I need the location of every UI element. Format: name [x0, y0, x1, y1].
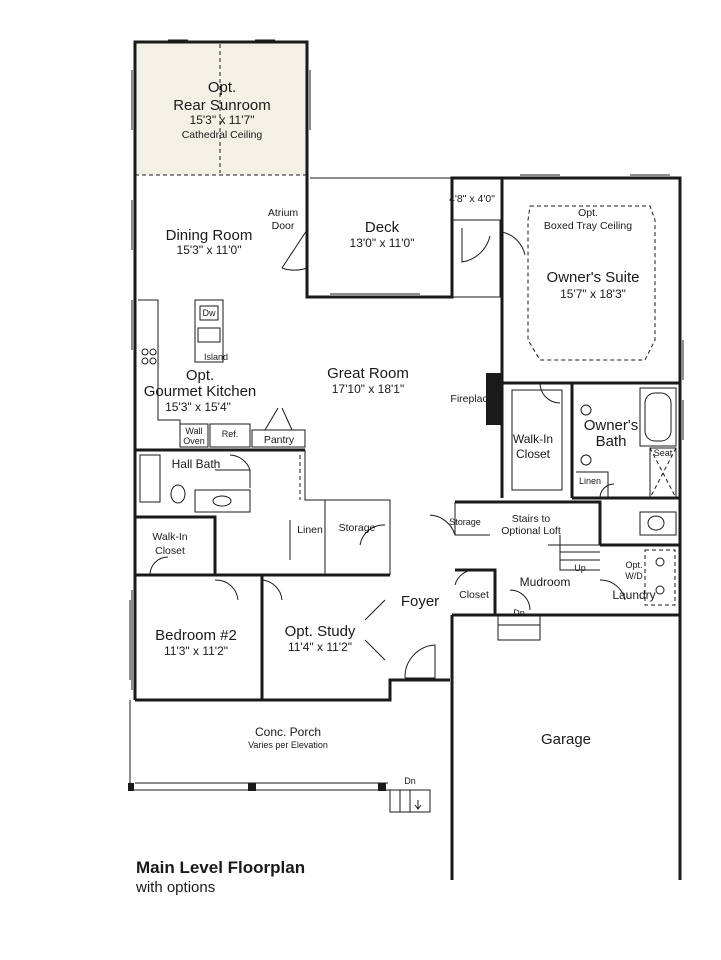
- bedroom2-dim: 11'3" x 11'2": [164, 644, 228, 658]
- owners-bath-seat: Seat: [654, 448, 673, 458]
- stair-storage: Storage: [449, 517, 481, 527]
- owners-suite-dim: 15'7" x 18'3": [560, 287, 626, 301]
- floorplan-caption: Main Level Floorplan with options: [136, 858, 305, 896]
- sunroom-opt: Opt.: [208, 79, 236, 96]
- deck-dim: 13'0" x 11'0": [350, 236, 415, 250]
- mudroom-dn: Dn: [513, 608, 525, 618]
- stairs-line1: Stairs to: [512, 513, 551, 525]
- foyer-name: Foyer: [401, 593, 439, 610]
- mudroom-closet: Closet: [459, 589, 489, 601]
- owners-closet-bath: [500, 382, 680, 536]
- laundry-opt2: W/D: [625, 571, 643, 581]
- kitchen-dw: Dw: [203, 308, 216, 318]
- kitchen-dim: 15'3" x 15'4": [165, 400, 231, 414]
- deck: [310, 177, 501, 298]
- stairs-line2: Optional Loft: [501, 525, 561, 537]
- mudroom: [454, 568, 541, 641]
- room-labels: Opt. Rear Sunroom 15'3" x 11'7" Cathedra…: [144, 79, 673, 786]
- bed-closet-line2: Closet: [155, 545, 185, 557]
- linen-label: Linen: [297, 524, 323, 536]
- bedroom-wing: [129, 448, 391, 700]
- storage-label: Storage: [339, 522, 376, 534]
- hall-bath-name: Hall Bath: [172, 457, 221, 471]
- sunroom-note: Cathedral Ceiling: [182, 129, 263, 141]
- owners-suite-note: Boxed Tray Ceiling: [544, 220, 632, 232]
- study-dim: 11'4" x 11'2": [288, 640, 352, 654]
- deck-name: Deck: [365, 219, 400, 236]
- stairs-up: Up: [574, 563, 586, 573]
- caption-title: Main Level Floorplan: [136, 858, 306, 877]
- dining-name: Dining Room: [166, 227, 253, 244]
- kitchen-pantry: Pantry: [264, 434, 295, 446]
- storage-stairs: [429, 500, 602, 571]
- sunroom-dim: 15'3" x 11'7": [190, 113, 255, 127]
- rear-sunroom: [131, 39, 311, 176]
- atrium-line1: Atrium: [268, 207, 299, 219]
- bedroom2-name: Bedroom #2: [155, 627, 237, 644]
- kitchen-wall-oven-1: Wall: [185, 426, 202, 436]
- owner-closet-line2: Closet: [516, 447, 551, 461]
- fireplace: [486, 373, 502, 425]
- owners-bath-line2: Bath: [596, 433, 627, 450]
- laundry: [599, 543, 680, 606]
- garage-name: Garage: [541, 731, 591, 748]
- kitchen: [138, 299, 306, 448]
- atrium-door: [281, 229, 308, 271]
- great-room-dim: 17'10" x 18'1": [332, 382, 405, 396]
- caption-subtitle: with options: [136, 879, 216, 896]
- deck-small-dim: 4'8" x 4'0": [449, 193, 495, 205]
- laundry-name: Laundry: [612, 588, 655, 602]
- mudroom-name: Mudroom: [520, 575, 571, 589]
- owners-suite-opt: Opt.: [578, 207, 598, 219]
- porch-name: Conc. Porch: [255, 725, 321, 739]
- porch-dn: Dn: [404, 776, 416, 786]
- sunroom-name: Rear Sunroom: [173, 97, 271, 114]
- dining-dim: 15'3" x 11'0": [177, 243, 242, 257]
- porch-note: Varies per Elevation: [248, 740, 328, 750]
- owners-bath-line1: Owner's: [584, 417, 639, 434]
- owner-closet-line1: Walk-In: [513, 432, 553, 446]
- foyer-door: [404, 644, 436, 679]
- owners-bath-linen: Linen: [579, 476, 601, 486]
- kitchen-name: Gourmet Kitchen: [144, 383, 257, 400]
- study-name: Opt. Study: [285, 623, 356, 640]
- porch: [128, 700, 431, 813]
- kitchen-wall-oven-2: Oven: [183, 436, 205, 446]
- great-room-name: Great Room: [327, 365, 409, 382]
- atrium-line2: Door: [272, 220, 295, 232]
- kitchen-opt: Opt.: [186, 367, 214, 384]
- kitchen-ref: Ref.: [222, 429, 239, 439]
- fireplace-label: Fireplace: [450, 393, 493, 405]
- bed-closet-line1: Walk-In: [152, 531, 187, 543]
- kitchen-island: Island: [204, 352, 228, 362]
- owners-suite-name: Owner's Suite: [547, 269, 640, 286]
- laundry-opt1: Opt.: [625, 560, 642, 570]
